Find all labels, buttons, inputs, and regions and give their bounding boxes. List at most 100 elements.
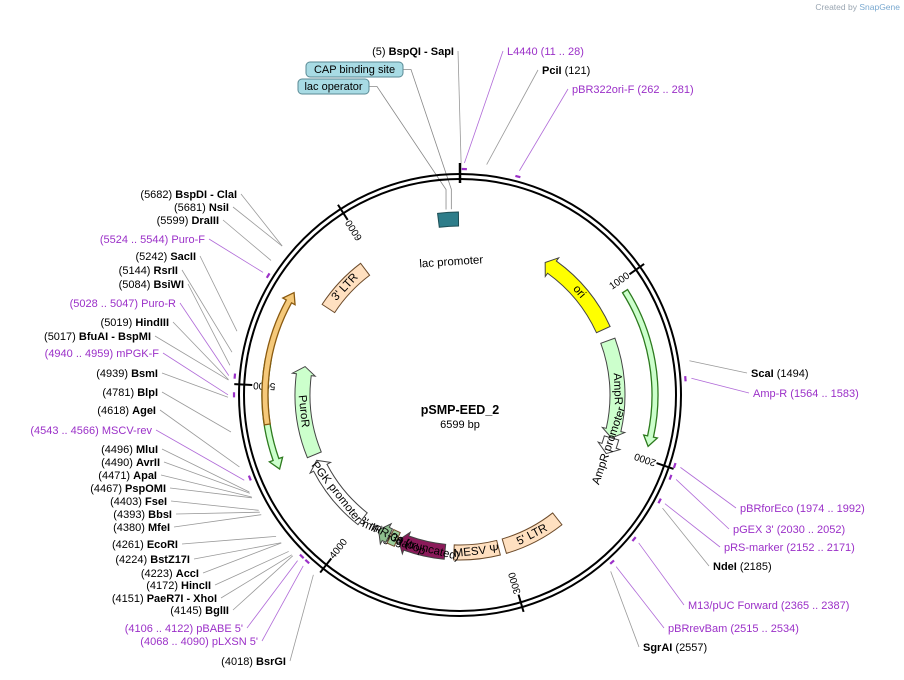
site-pgex-3[interactable]: pGEX 3' (2030 .. 2052) — [733, 524, 845, 536]
site-labels[interactable]: (5) BspQI - SapI L4440 (11 .. 28) PciI (12… — [30, 46, 864, 668]
site-text-bsrgi: (4018) BsrGI — [221, 656, 286, 668]
site-text-pbrforeco: pBRforEco (1974 .. 1992) — [740, 503, 865, 515]
site-text-puro-f: (5524 .. 5544) Puro-F — [100, 234, 205, 246]
site-sgrai[interactable]: SgrAI (2557) — [643, 642, 707, 654]
leader-puro-r — [179, 302, 230, 376]
site-text-plxsn-5: (4068 .. 4090) pLXSN 5' — [140, 636, 258, 648]
feature-ori — [544, 256, 611, 334]
leader-ndei — [662, 507, 710, 567]
site-bglii[interactable]: (4145) BglII — [170, 605, 229, 617]
site-mlui[interactable]: (4496) MluI — [101, 444, 158, 456]
leader-hindiii — [172, 321, 229, 380]
site-text-puro-r: (5028 .. 5047) Puro-R — [70, 298, 176, 310]
site-scai[interactable]: ScaI (1494) — [751, 368, 808, 380]
site-ndei[interactable]: NdeI (2185) — [713, 561, 772, 573]
site-m13-puc-forward[interactable]: M13/pUC Forward (2365 .. 2387) — [688, 600, 849, 612]
site-hindiii[interactable]: (5019) HindIII — [101, 317, 169, 329]
site-text-hindiii: (5019) HindIII — [101, 317, 169, 329]
leader-amp-r — [691, 377, 750, 394]
site-text-mscv-rev: (4543 .. 4566) MSCV-rev — [30, 425, 152, 437]
site-draiii[interactable]: (5599) DraIII — [157, 215, 219, 227]
site-l4440[interactable]: L4440 (11 .. 28) — [507, 46, 584, 58]
plasmid-length: 6599 bp — [440, 419, 480, 431]
primer-mark-puro-f — [265, 272, 271, 279]
site-text-pspomi: (4467) PspOMI — [90, 483, 166, 495]
site-text-blpi: (4781) BlpI — [102, 387, 158, 399]
primer-mark-plxsn-5 — [304, 558, 310, 565]
site-puro-f[interactable]: (5524 .. 5544) Puro-F — [100, 234, 205, 246]
site-agei[interactable]: (4618) AgeI — [97, 405, 156, 417]
site-puro-r[interactable]: (5028 .. 5047) Puro-R — [70, 298, 176, 310]
leader-paer7i — [220, 554, 293, 599]
site-bsmi[interactable]: (4939) BsmI — [96, 368, 158, 380]
site-text-pgex-3: pGEX 3' (2030 .. 2052) — [733, 524, 845, 536]
feature-lac-promoter — [437, 211, 460, 228]
feature-label-mesv: MESV Ψ — [453, 543, 499, 560]
site-text-prs-marker: pRS-marker (2152 .. 2171) — [724, 542, 855, 554]
site-text-agei: (4618) AgeI — [97, 405, 156, 417]
site-mscv-rev[interactable]: (4543 .. 4566) MSCV-rev — [30, 425, 152, 437]
site-nsii[interactable]: (5681) NsiI — [174, 202, 229, 214]
site-fsei[interactable]: (4403) FseI — [110, 496, 167, 508]
site-pbrrevbam[interactable]: pBRrevBam (2515 .. 2534) — [668, 623, 799, 635]
site-text-mlui: (4496) MluI — [101, 444, 158, 456]
site-text-bstz17i: (4224) BstZ17I — [115, 554, 190, 566]
site-paer7i[interactable]: (4151) PaeR7I - XhoI — [112, 593, 217, 605]
leader-nsii — [232, 206, 283, 247]
site-avrii[interactable]: (4490) AvrII — [101, 457, 160, 469]
boxed-label-text-lac-operator: lac operator — [304, 81, 362, 93]
site-pcii[interactable]: PciI (121) — [542, 65, 590, 77]
site-text-draiii: (5599) DraIII — [157, 215, 219, 227]
feature-label-pgk-promoter: PGK promoter — [309, 460, 364, 525]
site-pspomi[interactable]: (4467) PspOMI — [90, 483, 166, 495]
site-ecori[interactable]: (4261) EcoRI — [112, 539, 178, 551]
site-text-mfei: (4380) MfeI — [113, 522, 170, 534]
site-bfuai[interactable]: (5017) BfuAI - BspMI — [44, 331, 151, 343]
site-bsiwi[interactable]: (5084) BsiWI — [119, 279, 184, 291]
site-mpgk-f[interactable]: (4940 .. 4959) mPGK-F — [45, 348, 160, 360]
boxed-label-lac-operator — [297, 78, 370, 95]
leader-avrii — [163, 461, 250, 494]
site-text-l4440: L4440 (11 .. 28) — [507, 46, 584, 58]
site-amp-r[interactable]: Amp-R (1564 .. 1583) — [753, 388, 859, 400]
site-text-m13-puc-forward: M13/pUC Forward (2365 .. 2387) — [688, 600, 849, 612]
site-pbabe-5[interactable]: (4106 .. 4122) pBABE 5' — [125, 623, 243, 635]
site-blpi[interactable]: (4781) BlpI — [102, 387, 158, 399]
feature-ampr-promoter — [596, 435, 622, 455]
boxed-label-cap-binding-site — [305, 61, 404, 78]
primer-mark-pbrrevbam — [609, 559, 615, 565]
leader-bstz17i — [193, 542, 282, 560]
site-acci[interactable]: (4223) AccI — [141, 568, 199, 580]
site-plxsn-5[interactable]: (4068 .. 4090) pLXSN 5' — [140, 636, 258, 648]
site-mfei[interactable]: (4380) MfeI — [113, 522, 170, 534]
site-bspdi[interactable]: (5682) BspDI - ClaI — [140, 189, 237, 201]
site-bspqi[interactable]: (5) BspQI - SapI — [372, 46, 454, 58]
site-pbrforeco[interactable]: pBRforEco (1974 .. 1992) — [740, 503, 865, 515]
outer-feature-arcs — [261, 288, 659, 471]
site-pbr322ori-f[interactable]: pBR322ori-F (262 .. 281) — [572, 84, 694, 96]
feature-mir-30a-loop — [386, 528, 401, 547]
site-rsrii[interactable]: (5144) RsrII — [119, 265, 178, 277]
site-text-acci: (4223) AccI — [141, 568, 199, 580]
site-bbsi[interactable]: (4393) BbsI — [113, 509, 172, 521]
leader-sacii — [199, 255, 238, 332]
boxed-leader-0 — [403, 69, 452, 210]
site-text-apai: (4471) ApaI — [98, 470, 157, 482]
site-apai[interactable]: (4471) ApaI — [98, 470, 157, 482]
leader-pbrrevbam — [615, 566, 665, 629]
site-text-bsiwi: (5084) BsiWI — [119, 279, 184, 291]
site-prs-marker[interactable]: pRS-marker (2152 .. 2171) — [724, 542, 855, 554]
leader-pbabe-5 — [246, 560, 298, 629]
site-hincii[interactable]: (4172) HincII — [146, 580, 211, 592]
site-text-avrii: (4490) AvrII — [101, 457, 160, 469]
boxed-leader-1 — [369, 86, 447, 210]
primer-mark-pbabe-5 — [299, 553, 305, 559]
site-bstz17i[interactable]: (4224) BstZ17I — [115, 554, 190, 566]
tick-2000 — [656, 462, 674, 470]
site-bsrgi[interactable]: (4018) BsrGI — [221, 656, 286, 668]
leader-bglii — [232, 555, 294, 611]
feature-label-puror: PuroR — [296, 395, 311, 429]
site-sacii[interactable]: (5242) SacII — [135, 251, 196, 263]
